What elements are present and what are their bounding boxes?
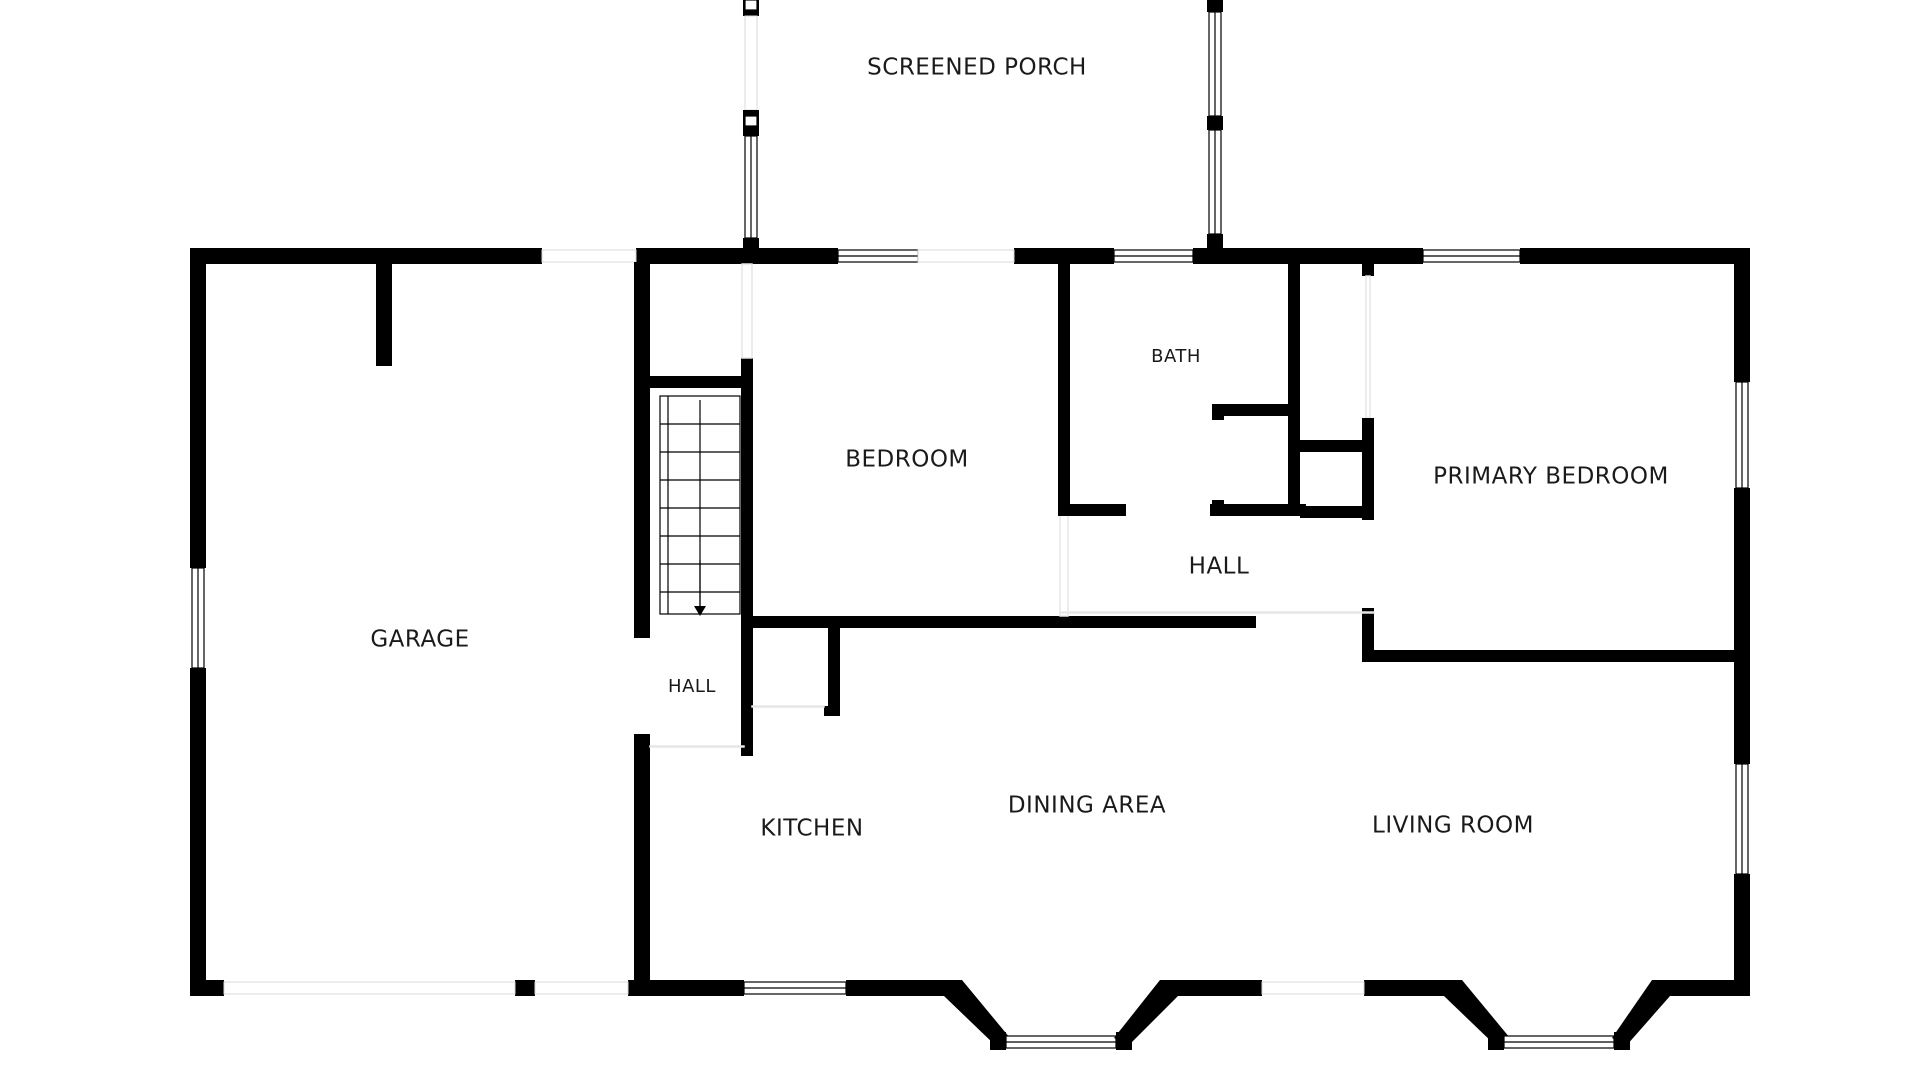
wall-top-mid-1 bbox=[636, 248, 838, 264]
exterior-walls bbox=[190, 248, 1750, 996]
wall-right-2 bbox=[1734, 488, 1750, 764]
label-garage: GARAGE bbox=[370, 627, 469, 653]
wall-left-lower bbox=[190, 668, 206, 996]
bay-window-left bbox=[940, 980, 1182, 1050]
windows bbox=[191, 249, 1749, 995]
label-kitchen: KITCHEN bbox=[760, 816, 863, 842]
room-labels: SCREENED PORCH GARAGE BEDROOM BATH PRIMA… bbox=[370, 55, 1668, 842]
label-hall-main: HALL bbox=[1189, 554, 1250, 580]
label-living-room: LIVING ROOM bbox=[1372, 813, 1534, 839]
wall-bottom-right bbox=[1654, 980, 1750, 996]
garage-stub-wall bbox=[376, 262, 392, 366]
label-bedroom: BEDROOM bbox=[845, 447, 969, 473]
wall-top-mid-2 bbox=[1014, 248, 1114, 264]
wall-bottom-garage-right bbox=[628, 980, 744, 996]
wall-bottom-kitchen bbox=[846, 980, 960, 996]
wall-top-garage bbox=[190, 248, 542, 264]
wall-top-mid-3 bbox=[1193, 248, 1423, 264]
wall-right-3 bbox=[1734, 874, 1750, 996]
wall-bottom-garage-left bbox=[190, 980, 224, 996]
stairs bbox=[659, 395, 741, 616]
screened-porch-walls bbox=[743, 0, 1223, 264]
label-dining-area: DINING AREA bbox=[1008, 793, 1166, 819]
wall-left-upper bbox=[190, 248, 206, 568]
wall-top-right bbox=[1520, 248, 1750, 264]
interior-walls bbox=[376, 262, 1740, 996]
wall-bottom-mid-2 bbox=[1364, 980, 1452, 996]
wall-bottom-mid bbox=[1162, 980, 1262, 996]
label-screened-porch: SCREENED PORCH bbox=[867, 55, 1087, 81]
wall-right-1 bbox=[1734, 248, 1750, 382]
bay-window-right bbox=[1440, 980, 1674, 1050]
wall-bottom-garage-mid bbox=[515, 980, 535, 996]
stair-arrow-icon bbox=[694, 606, 706, 616]
label-bath: BATH bbox=[1151, 346, 1201, 367]
label-primary-bedroom: PRIMARY BEDROOM bbox=[1433, 464, 1669, 490]
label-hall-small: HALL bbox=[668, 676, 716, 697]
